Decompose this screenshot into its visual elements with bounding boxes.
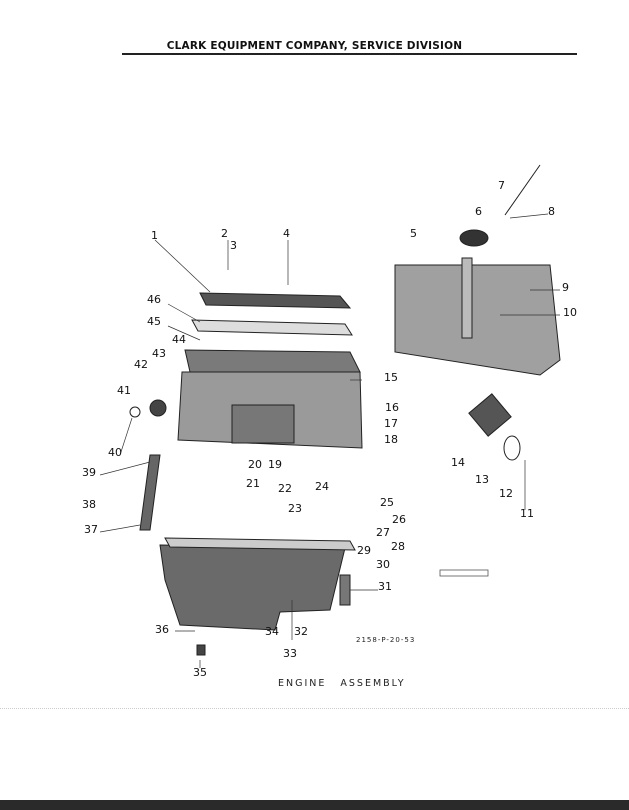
callout-34: 34	[265, 625, 279, 638]
bracket-31	[339, 574, 351, 606]
pump-parts	[468, 393, 512, 437]
callout-38: 38	[82, 498, 96, 511]
callout-33: 33	[283, 647, 297, 660]
callout-31: 31	[378, 580, 392, 593]
callout-3: 3	[230, 239, 237, 252]
callout-36: 36	[155, 623, 169, 636]
callout-18: 18	[384, 433, 398, 446]
scan-bottom-edge	[0, 800, 629, 810]
oil-pan-gasket	[164, 537, 356, 551]
callout-30: 30	[376, 558, 390, 571]
header-rule	[122, 53, 577, 55]
callout-25: 25	[380, 496, 394, 509]
callout-2: 2	[221, 227, 228, 240]
callout-7: 7	[498, 179, 505, 192]
oil-filler-tube	[461, 257, 473, 339]
head-cover	[199, 292, 352, 309]
callout-1: 1	[151, 229, 158, 242]
callout-16: 16	[385, 401, 399, 414]
cover-plate	[503, 435, 521, 461]
callout-32: 32	[294, 625, 308, 638]
scan-artifact-line	[0, 708, 629, 709]
callout-42: 42	[134, 358, 148, 371]
callout-13: 13	[475, 473, 489, 486]
callout-5: 5	[410, 227, 417, 240]
callout-27: 27	[376, 526, 390, 539]
plug	[129, 406, 141, 418]
callout-23: 23	[288, 502, 302, 515]
ruler-bar	[439, 569, 489, 577]
callout-35: 35	[193, 666, 207, 679]
callout-11: 11	[520, 507, 534, 520]
callout-37: 37	[84, 523, 98, 536]
callout-45: 45	[147, 315, 161, 328]
callout-43: 43	[152, 347, 166, 360]
cylinder-head	[184, 349, 361, 373]
callout-24: 24	[315, 480, 329, 493]
page-header: CLARK EQUIPMENT COMPANY, SERVICE DIVISIO…	[166, 40, 463, 52]
oil-tube	[139, 454, 161, 531]
callout-15: 15	[384, 371, 398, 384]
callout-26: 26	[392, 513, 406, 526]
caption-word-engine: ENGINE	[278, 678, 327, 689]
callout-44: 44	[172, 333, 186, 346]
callout-9: 9	[562, 281, 569, 294]
callout-41: 41	[117, 384, 131, 397]
drawing-code: 2158-P-20-53	[356, 636, 416, 644]
callout-22: 22	[278, 482, 292, 495]
seal-ring	[149, 399, 167, 417]
oil-filler-cap	[459, 229, 489, 247]
callout-17: 17	[384, 417, 398, 430]
callout-14: 14	[451, 456, 465, 469]
callout-8: 8	[548, 205, 555, 218]
callout-10: 10	[563, 306, 577, 319]
callout-40: 40	[108, 446, 122, 459]
callout-46: 46	[147, 293, 161, 306]
callout-4: 4	[283, 227, 290, 240]
block-side-cover	[231, 404, 295, 444]
callout-6: 6	[475, 205, 482, 218]
engine-block-rear	[394, 264, 561, 376]
callout-20: 20	[248, 458, 262, 471]
oil-pan	[159, 544, 346, 631]
callout-29: 29	[357, 544, 371, 557]
callout-39: 39	[82, 466, 96, 479]
callout-12: 12	[499, 487, 513, 500]
callout-21: 21	[246, 477, 260, 490]
callout-28: 28	[391, 540, 405, 553]
callout-19: 19	[268, 458, 282, 471]
figure-caption: ENGINE ASSEMBLY	[278, 678, 420, 689]
drain-plug	[196, 644, 206, 656]
head-gasket	[191, 319, 353, 336]
caption-word-assembly: ASSEMBLY	[340, 678, 406, 689]
